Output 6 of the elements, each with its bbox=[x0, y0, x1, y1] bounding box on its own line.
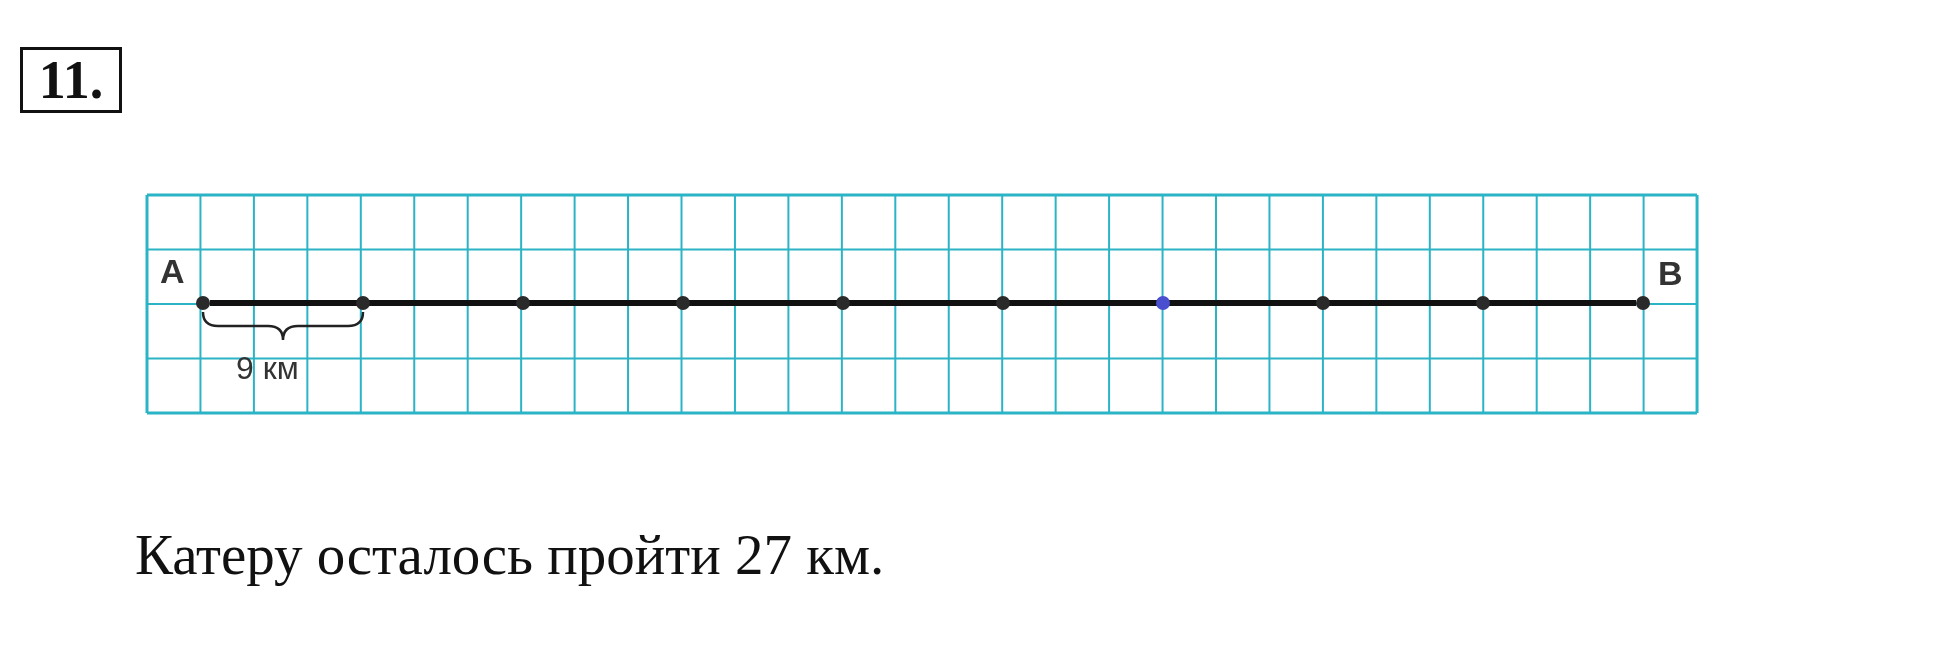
distance-label: 9 км bbox=[236, 350, 299, 387]
task-number: 11. bbox=[20, 47, 122, 113]
point-label: A bbox=[160, 254, 185, 288]
point-label: B bbox=[1658, 256, 1683, 290]
answer-text: Катеру осталось пройти 27 км. bbox=[135, 522, 885, 587]
line-segment bbox=[210, 300, 1636, 306]
